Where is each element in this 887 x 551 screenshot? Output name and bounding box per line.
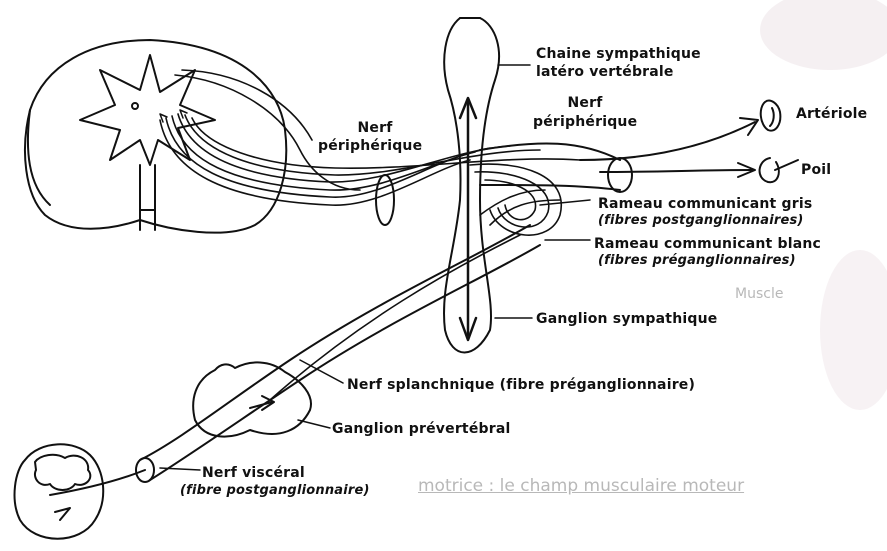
label-rameau-blanc-2: (fibres préganglionnaires) (598, 253, 796, 269)
label-poil: Poil (801, 162, 831, 178)
label-nerf-splanchnique: Nerf splanchnique (fibre préganglionnair… (347, 377, 695, 393)
label-chaine-1: Chaine sympathique (536, 46, 701, 62)
label-nerf-peripherique-left-1: Nerf (345, 120, 405, 136)
label-nerf-peripherique-left-2: périphérique (318, 138, 422, 154)
label-nerf-peripherique-right-2: périphérique (533, 114, 637, 130)
label-nerf-visceral-1: Nerf viscéral (202, 465, 305, 481)
background-bottom-text: motrice : le champ musculaire moteur (418, 476, 744, 496)
label-ganglion-sympathique: Ganglion sympathique (536, 311, 717, 327)
label-ganglion-prevertebral: Ganglion prévertébral (332, 421, 511, 437)
label-nerf-peripherique-right-1: Nerf (560, 95, 610, 111)
label-arteriole: Artériole (796, 106, 867, 122)
label-nerf-visceral-2: (fibre postganglionnaire) (180, 483, 370, 499)
label-rameau-gris-2: (fibres postganglionnaires) (598, 213, 804, 229)
label-rameau-gris-1: Rameau communicant gris (598, 196, 812, 212)
label-chaine-2: latéro vertébrale (536, 64, 674, 80)
background-muscle-text: Muscle (735, 286, 783, 302)
label-rameau-blanc-1: Rameau communicant blanc (594, 236, 821, 252)
